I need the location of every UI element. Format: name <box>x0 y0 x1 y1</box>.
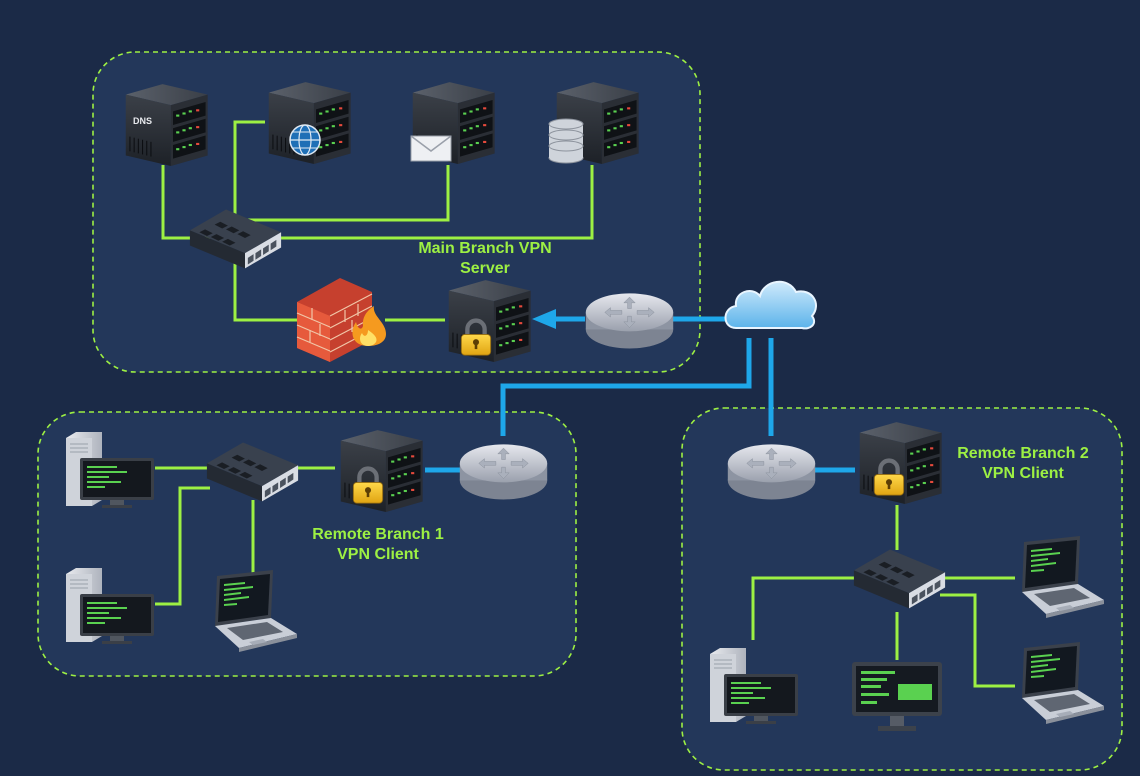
web-server-icon <box>268 81 352 164</box>
remote1-lan-links <box>155 466 335 606</box>
label-main-branch: Main Branch VPN Server <box>400 239 570 279</box>
label-remote1-line2: VPN Client <box>337 546 419 563</box>
remote2-lan-links <box>751 505 1015 688</box>
vpn-server-icon-remote2 <box>859 421 943 504</box>
vpn-server-icon-remote1 <box>340 429 424 512</box>
cloud-icon <box>724 281 817 330</box>
main-branch-zone <box>92 51 701 373</box>
label-main-line2: Server <box>460 260 510 277</box>
label-remote2-line2: VPN Client <box>982 465 1064 482</box>
database-server-icon <box>548 81 640 164</box>
label-remote-branch-2: Remote Branch 2 VPN Client <box>938 444 1108 484</box>
firewall-icon <box>296 278 386 362</box>
label-remote-branch-1: Remote Branch 1 VPN Client <box>293 525 463 565</box>
remote-branch-1-zone <box>37 411 577 677</box>
dns-badge: DNS <box>133 116 152 126</box>
label-remote2-line1: Remote Branch 2 <box>957 445 1089 462</box>
router-icon-remote1 <box>459 444 548 500</box>
label-main-line1: Main Branch VPN <box>418 240 552 257</box>
router-icon-main <box>585 293 674 349</box>
mail-server-icon <box>410 81 496 164</box>
dns-server-icon: DNS <box>125 83 209 166</box>
router-icon-remote2 <box>727 444 816 500</box>
vpn-server-icon-main <box>448 279 532 362</box>
wan-arrow-head <box>532 309 556 329</box>
label-remote1-line1: Remote Branch 1 <box>312 526 444 543</box>
